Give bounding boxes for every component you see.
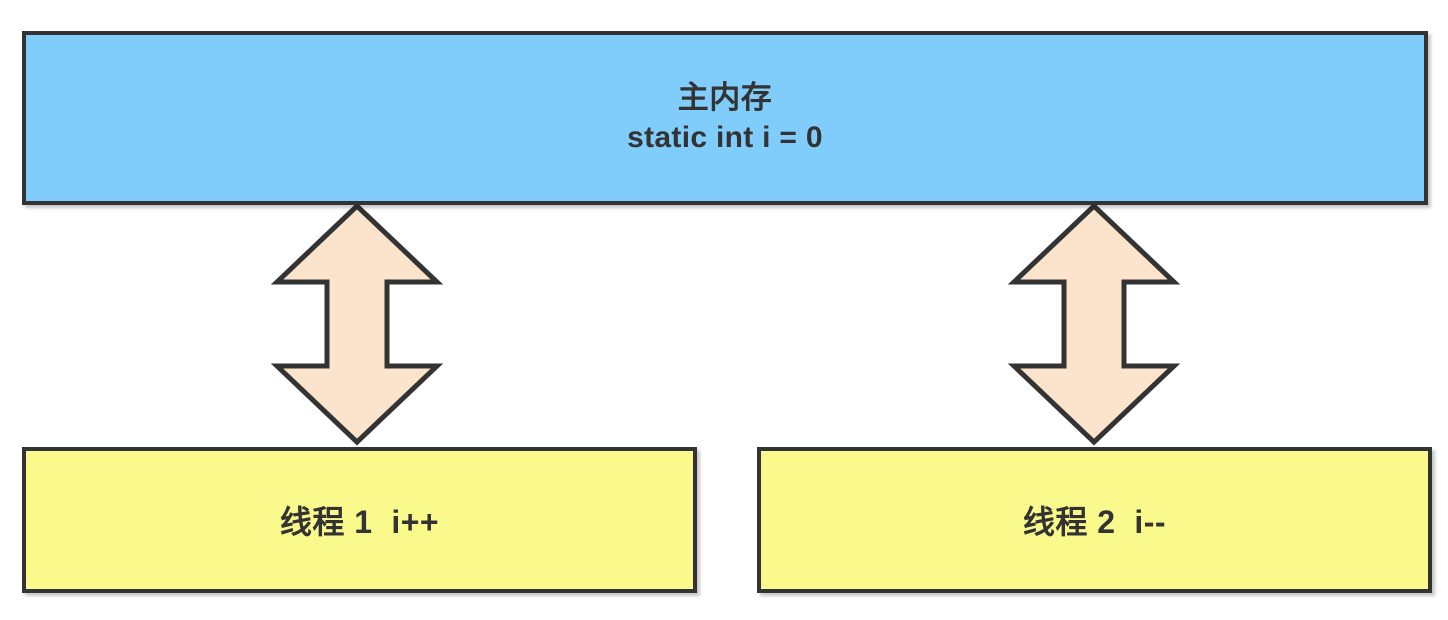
- thread-2-label: 线程 2 i--: [1022, 504, 1167, 540]
- double-headed-arrow-thread-1: [269, 202, 449, 446]
- main-memory-title: 主内存: [677, 80, 773, 116]
- thread-2-box: 线程 2 i--: [757, 447, 1432, 593]
- thread-1-label: 线程 1 i++: [279, 504, 440, 540]
- main-memory-box: 主内存 static int i = 0: [22, 31, 1428, 205]
- thread-1-box: 线程 1 i++: [22, 447, 697, 593]
- bidirectional-arrow-icon: [1007, 202, 1181, 446]
- double-headed-arrow-thread-2: [1004, 202, 1184, 446]
- bidirectional-arrow-icon: [270, 202, 444, 446]
- main-memory-code: static int i = 0: [627, 121, 823, 155]
